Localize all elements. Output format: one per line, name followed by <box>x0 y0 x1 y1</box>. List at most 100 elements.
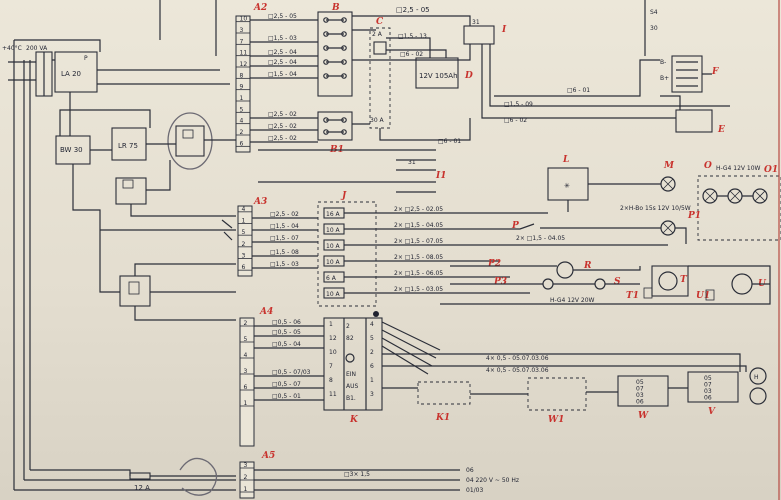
label-a2: A2 <box>253 3 267 13</box>
label-c: C <box>376 17 384 27</box>
b-contact-left-4 <box>323 73 329 79</box>
gen-bplus: B+ <box>660 75 669 82</box>
loads-right: L ✳ P 2× □1,5 - 04.05 M O O1 H-G4 12V 10… <box>440 155 781 305</box>
k-left-1: 12 <box>329 335 337 342</box>
k-inner-0: 2 <box>346 323 350 330</box>
label-m: M <box>663 161 675 171</box>
pencil-circle-1 <box>167 112 213 170</box>
v-code-1: 07 <box>704 382 712 389</box>
k-left-2: 10 <box>329 349 337 356</box>
j-fuse-label-5: 10 A <box>326 291 341 298</box>
j-fuse-label-4: 6 A <box>326 275 337 282</box>
right-wire-3: 2× □1,5 - 08.05 <box>394 254 443 261</box>
j-fuse-label-3: 10 A <box>326 259 341 266</box>
b-contact-right-3 <box>341 59 347 65</box>
a5-terminal-1: 2 <box>244 474 248 481</box>
a3-wire-4: □1,5 - 03 <box>270 261 299 268</box>
a3-wire-1: □1,5 - 04 <box>270 223 299 230</box>
a5-terminal-0: 3 <box>244 462 248 469</box>
a3-terminal-4: 3 <box>242 253 246 260</box>
i1-31: 31 <box>408 159 416 166</box>
b-contact-right-4 <box>341 73 347 79</box>
a2-terminal-4: 12 <box>240 61 248 68</box>
a4-wire-0: □0,5 - 06 <box>272 319 301 326</box>
k-right-0: 4 <box>370 321 374 328</box>
a3-wire-3: □1,5 - 08 <box>270 249 299 256</box>
k-right-4: 1 <box>370 377 374 384</box>
j-fuse-label-1: 10 A <box>326 227 341 234</box>
right-wire-0: 2× □2,5 - 02.05 <box>394 206 443 213</box>
relay-a-box <box>175 125 205 157</box>
b-contact-right-6 <box>341 129 347 135</box>
a3-wire-0: □2,5 - 02 <box>270 211 299 218</box>
b-contact-left-6 <box>323 129 329 135</box>
power-rating: 200 VA <box>26 45 48 52</box>
a4-wire-5: □0,5 - 01 <box>272 393 301 400</box>
b-contact-left-1 <box>323 31 329 37</box>
w-code-3: 06 <box>636 399 644 406</box>
k-right-1: 5 <box>370 335 374 342</box>
w-box <box>617 375 669 407</box>
label-a4: A4 <box>259 307 273 317</box>
battery-e-box <box>675 109 713 133</box>
la20-box <box>54 51 98 93</box>
a4-wire-1: □0,5 - 05 <box>272 329 301 336</box>
gen-bminus: B- <box>660 59 666 66</box>
b-contact-left-3 <box>323 59 329 65</box>
fuse-30a: 30 A <box>370 117 385 124</box>
k-left-4: 8 <box>329 377 333 384</box>
b-contact-right-1 <box>341 31 347 37</box>
wire-i-label: □6 - 01 <box>438 138 461 145</box>
label-u1: U1 <box>696 291 710 301</box>
label-p3: P3 <box>493 277 507 287</box>
gen-30: 30 <box>650 25 658 32</box>
terminal-strip-a5: A5 321 □3× 1,5 06 04 220 V ~ 50 Hz 01/03 <box>239 451 519 499</box>
wire-b-label: □6 - 02 <box>504 117 527 124</box>
battery-wire-d: □6 - 02 <box>400 51 423 58</box>
label-d: D <box>464 71 473 81</box>
switch-i1: I1 31 <box>258 149 446 193</box>
label-o: O <box>704 161 712 171</box>
label-v: V <box>708 407 716 417</box>
wire-a-label: □1,5 - 09 <box>504 101 533 108</box>
k-inner-1: 82 <box>346 335 354 342</box>
lamp-o-label: H-G4 12V 10W <box>716 165 761 172</box>
relay-31: 31 <box>472 19 480 26</box>
w-code-1: 07 <box>636 386 644 393</box>
battery-section: C 2 A 30 A 12V 105Ah D □2,5 - 05 □1,5 - … <box>352 6 730 145</box>
a2-terminal-9: 4 <box>240 118 244 125</box>
right-wire-4: 2× □1,5 - 06.05 <box>394 270 443 277</box>
label-p2: P2 <box>487 259 501 269</box>
k-inner-4: B1. <box>346 395 356 402</box>
k-right-5: 3 <box>370 391 374 398</box>
v-code-2: 03 <box>704 388 712 395</box>
a2-wire-3: □2,5 - 04 <box>268 59 297 66</box>
a2-wire-5: □2,5 - 02 <box>268 111 297 118</box>
lamp-m-label: 2×H-Bo 15s 12V 10/5W <box>620 205 691 212</box>
right-wire-5: 2× □1,5 - 03.05 <box>394 286 443 293</box>
a2-terminal-2: 7 <box>240 38 244 45</box>
v-code-3: 06 <box>704 395 712 402</box>
a2-terminal-6: 9 <box>240 84 244 91</box>
a2-terminal-7: 1 <box>240 95 244 102</box>
a2-terminal-1: 3 <box>240 27 244 34</box>
label-p1: P1 <box>687 211 701 221</box>
battery-label: 12V 105Ah <box>419 72 458 80</box>
j-fuse-label-0: 16 A <box>326 211 341 218</box>
b-contact-left-5 <box>323 117 329 123</box>
a5-out-1: 04 220 V ~ 50 Hz <box>466 477 519 484</box>
a4-terminal-1: 5 <box>244 336 248 343</box>
label-f: F <box>711 67 719 77</box>
right-wire-1: 2× □1,5 - 04.05 <box>394 222 443 229</box>
label-o1: O1 <box>764 165 778 175</box>
right-wire-2: 2× □1,5 - 07.05 <box>394 238 443 245</box>
gen-s4: S4 <box>650 9 658 16</box>
label-a5: A5 <box>261 451 275 461</box>
a5-fuse-label: 12 A <box>134 484 150 492</box>
label-t: T <box>680 275 688 285</box>
